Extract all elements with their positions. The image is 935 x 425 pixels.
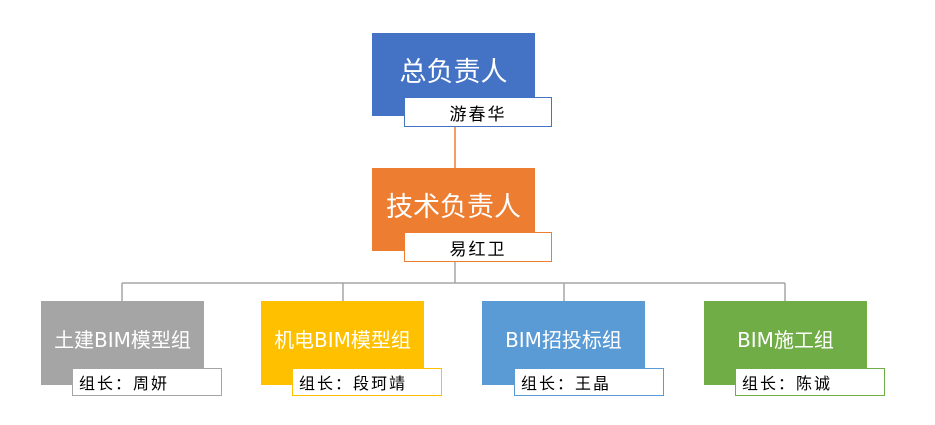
tech-name-tag: 易红卫 <box>404 232 552 262</box>
chief-name-tag: 游春华 <box>404 97 552 127</box>
leader-name: 周妍 <box>133 374 170 393</box>
chief-title: 总负责人 <box>399 57 508 88</box>
group-leader-tag: 组长：陈诚 <box>735 368 885 396</box>
leader-label: 组长： <box>299 374 354 393</box>
leader-label: 组长： <box>742 374 797 393</box>
group-leader-tag: 组长：王晶 <box>514 368 664 396</box>
leader-name: 段珂靖 <box>353 374 408 393</box>
group-title: 机电BIM模型组 <box>274 327 411 352</box>
group-title: BIM招投标组 <box>505 327 622 352</box>
tech-name: 易红卫 <box>449 239 507 260</box>
group-leader-tag: 组长：周妍 <box>72 368 222 396</box>
chief-name: 游春华 <box>449 104 507 125</box>
leader-label: 组长： <box>79 374 134 393</box>
group-leader-tag: 组长：段珂靖 <box>292 368 442 396</box>
leader-name: 陈诚 <box>796 374 833 393</box>
leader-label: 组长： <box>521 374 576 393</box>
tech-title: 技术负责人 <box>386 192 521 223</box>
group-title: 土建BIM模型组 <box>54 327 191 352</box>
leader-name: 王晶 <box>575 374 612 393</box>
group-title: BIM施工组 <box>737 327 834 352</box>
